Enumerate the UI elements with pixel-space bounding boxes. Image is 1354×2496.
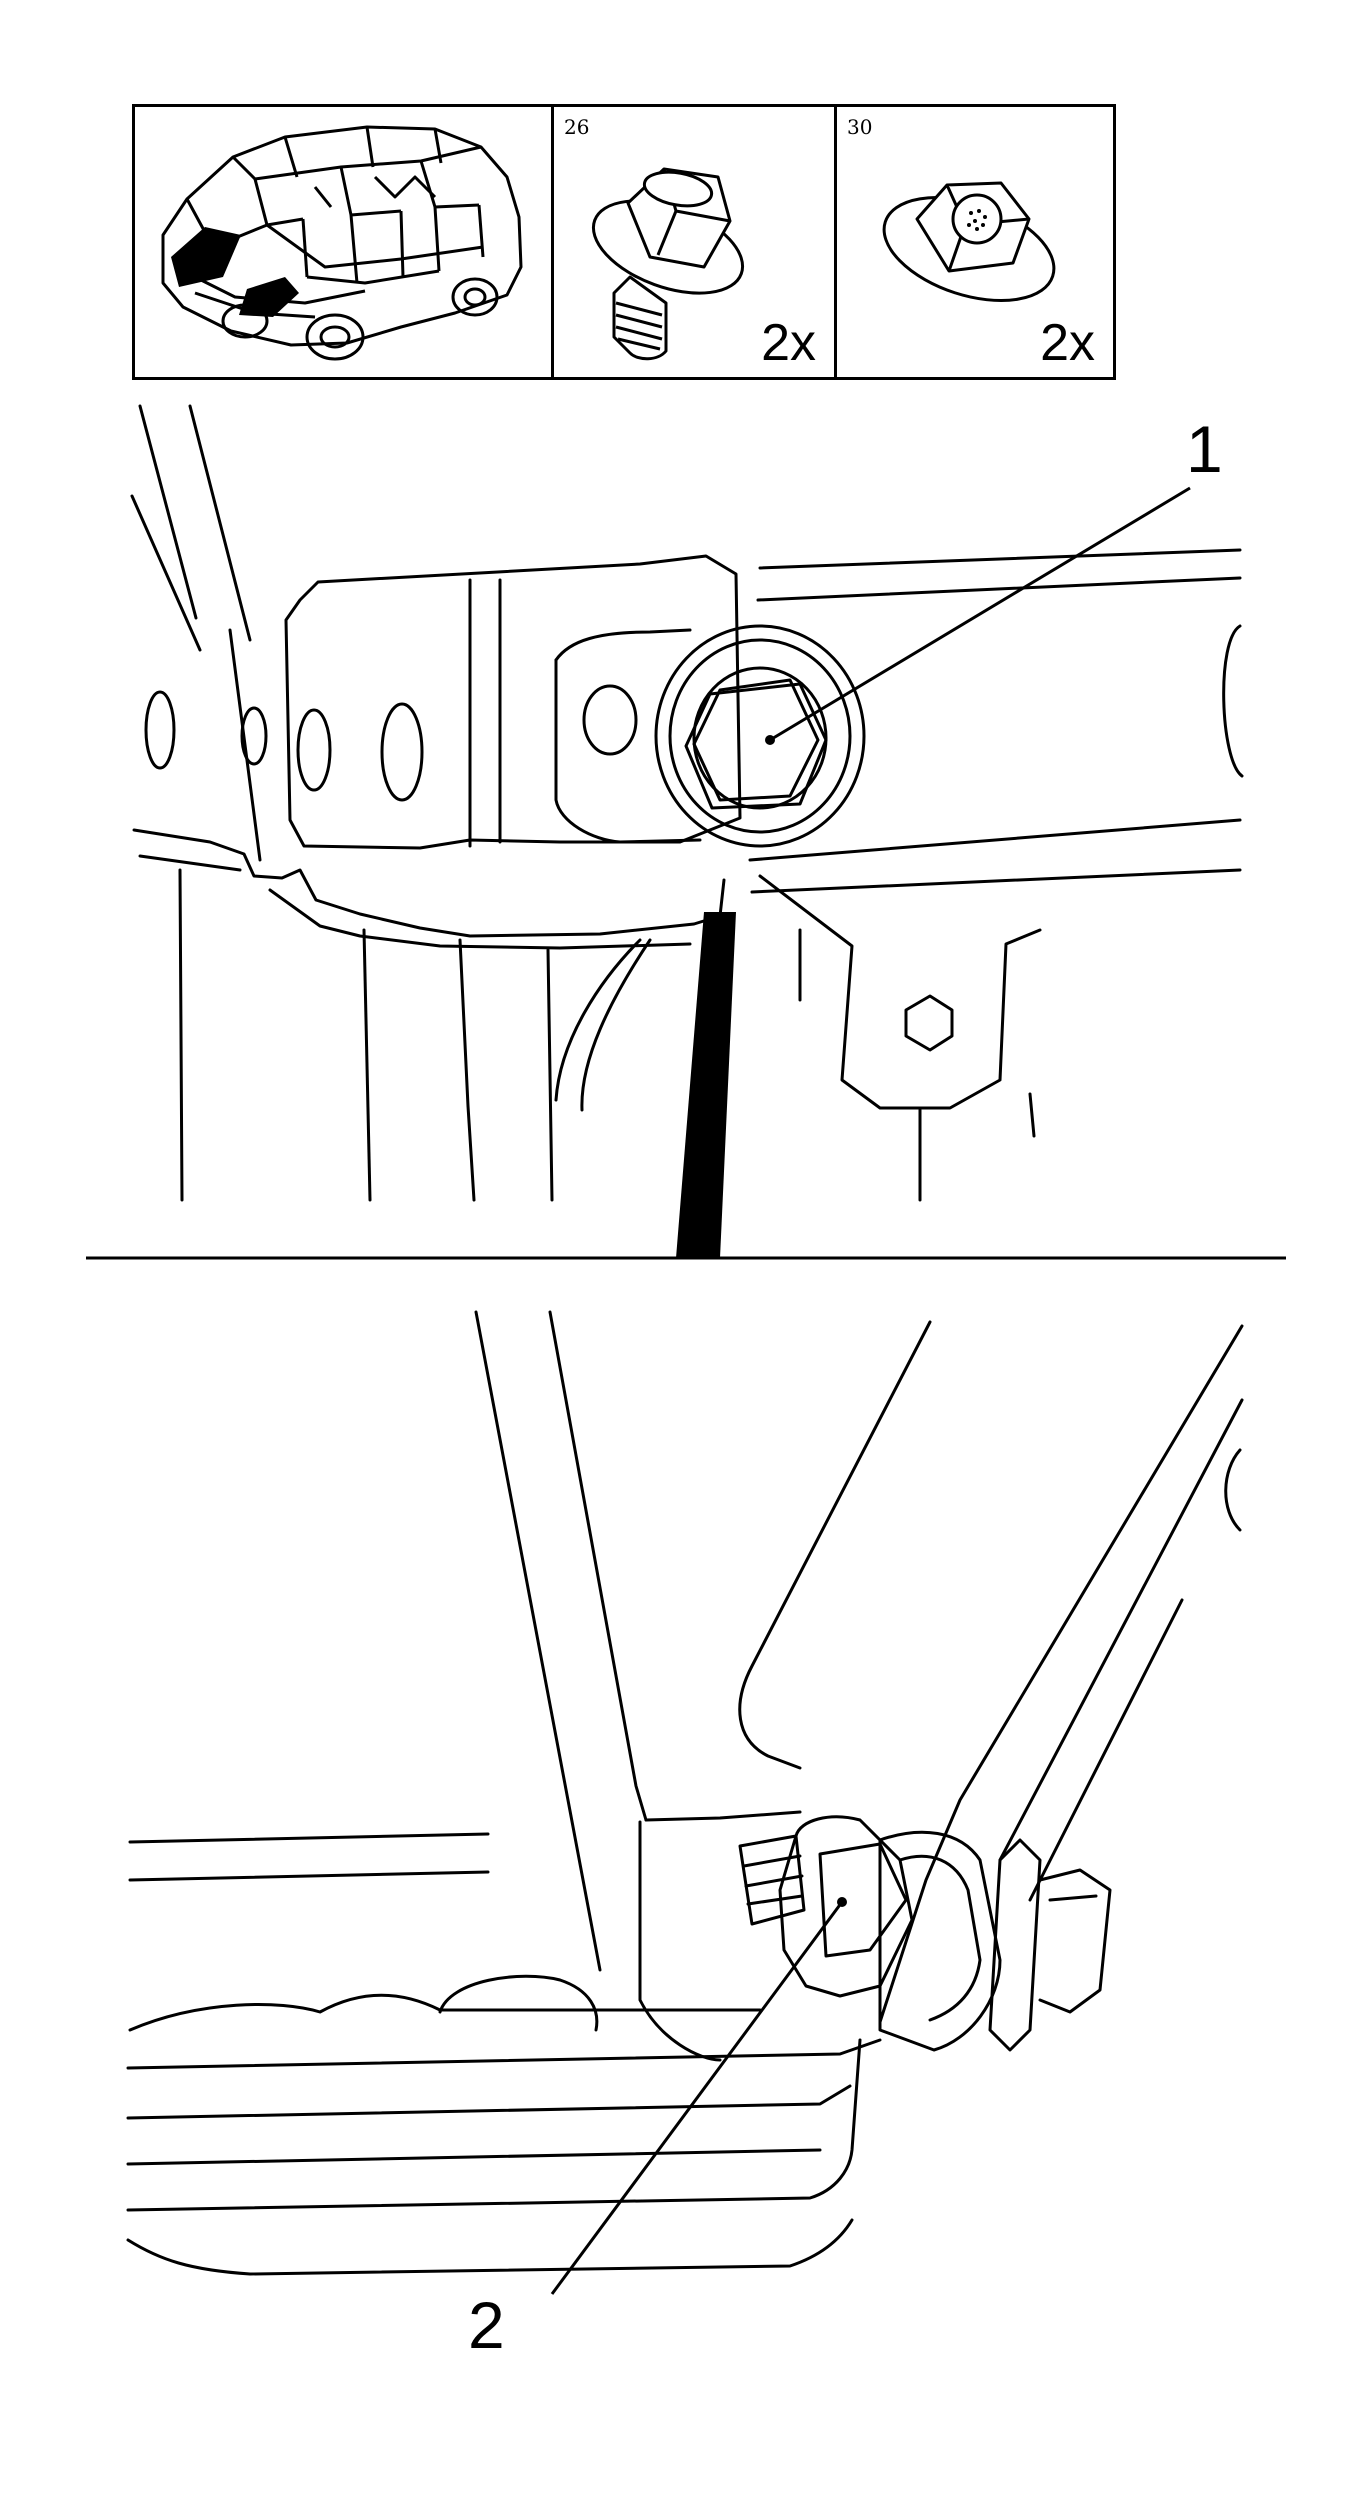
callout-2-point <box>837 1897 847 1907</box>
nut-quantity: 2x <box>1040 314 1095 372</box>
upper-bracket-view <box>130 404 1244 1202</box>
callout-1-leader <box>769 486 1191 742</box>
vehicle-body-icon <box>161 125 523 361</box>
flange-nut-icon <box>882 181 1056 303</box>
shadow-wedge <box>676 912 736 1258</box>
callout-2-leader <box>550 1901 844 2295</box>
callout-label-1: 1 <box>1186 412 1223 486</box>
vehicle-locator-panel <box>132 104 554 380</box>
callout-label-2: 2 <box>468 2288 505 2362</box>
bolt-quantity: 2x <box>761 314 816 372</box>
nut-part-panel: 30 2x <box>834 104 1116 380</box>
bolt-part-number: 26 <box>564 115 590 139</box>
lower-frame-view <box>126 1310 1244 2276</box>
nut-part-number: 30 <box>847 115 873 139</box>
flange-bolt-icon <box>591 167 745 361</box>
callout-1-point <box>765 735 775 745</box>
bolt-part-panel: 26 2x <box>551 104 837 380</box>
